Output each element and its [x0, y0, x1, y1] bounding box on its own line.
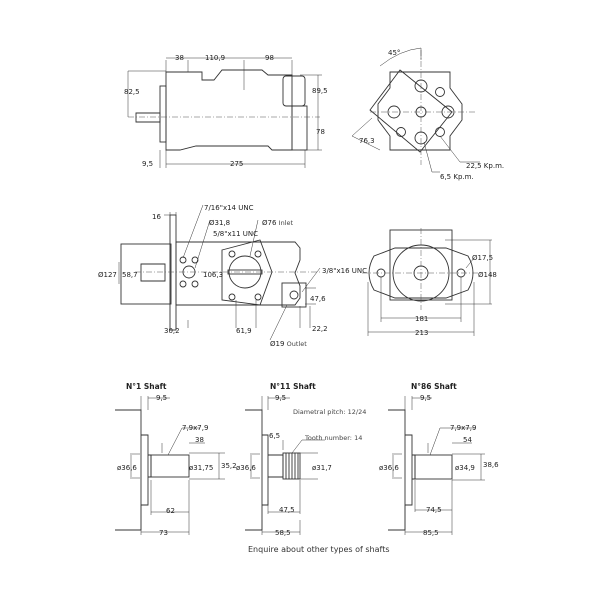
- shaft-86-dim-54: 54: [463, 436, 472, 444]
- footer-note: Enquire about other types of shafts: [248, 545, 390, 554]
- side-dim-98: 98: [265, 54, 274, 62]
- dim-181: 181: [415, 315, 428, 323]
- shaft-1-title: N°1 Shaft: [126, 382, 167, 391]
- dim-213: 213: [415, 329, 428, 337]
- inlet-label: Ø76 Inlet: [262, 219, 293, 227]
- dia-148: Ø148: [478, 271, 497, 279]
- shaft-86-dia-36-6: ø36,6: [379, 464, 399, 472]
- shaft-86-drawing: [388, 396, 485, 535]
- side-dim-89-5: 89,5: [312, 87, 328, 95]
- side-dim-78: 78: [316, 128, 325, 136]
- shaft-11-pitch: Diametral pitch: 12/24: [293, 408, 366, 416]
- dim-30-2: 30,2: [164, 327, 180, 335]
- shaft-86-dia-34-9: ø34,9: [455, 464, 475, 472]
- dim-61-9: 61,9: [236, 327, 252, 335]
- shaft-11-drawing: [245, 396, 325, 535]
- shaft-11-dia-31-7: ø31,7: [312, 464, 332, 472]
- side-dim-110-9: 110,9: [205, 54, 225, 62]
- dia-17-5: Ø17,5: [472, 254, 493, 262]
- top-dim-16: 16: [152, 213, 161, 221]
- shaft-11-dim-9-5: 9,5: [275, 394, 286, 402]
- shaft-1-dim-38: 38: [195, 436, 204, 444]
- shaft-11-title: N°11 Shaft: [270, 382, 316, 391]
- side-dim-82-5: 82,5: [124, 88, 140, 96]
- shaft-1-dim-9-5: 9,5: [156, 394, 167, 402]
- front-view: [362, 228, 492, 336]
- shaft-1-dim-35-2: 35,2: [221, 462, 237, 470]
- shaft-11-teeth: Tooth number: 14: [304, 434, 362, 442]
- shaft-11-dim-58-5: 58,5: [275, 529, 291, 537]
- shaft-1-dim-73: 73: [159, 529, 168, 537]
- shaft-86-dim-74-5: 74,5: [426, 506, 442, 514]
- dim-58-7: 58,7: [122, 271, 138, 279]
- rear-view: [351, 47, 480, 173]
- side-dim-38: 38: [175, 54, 184, 62]
- thread-7-16-unc: 7/16"x14 UNC: [204, 204, 254, 212]
- dia-31-8: Ø31,8: [209, 219, 230, 227]
- rear-dim-76-3: 76,3: [359, 137, 375, 145]
- side-dim-9-5: 9,5: [142, 160, 153, 168]
- dim-47-6: 47,6: [310, 295, 326, 303]
- shaft-1-drawing: [115, 396, 225, 535]
- shaft-86-key: 7,9x7,9: [450, 424, 476, 432]
- shaft-86-title: N°86 Shaft: [411, 382, 457, 391]
- rear-angle-45: 45°: [388, 49, 400, 57]
- shaft-11-dia-36-6: ø36,6: [236, 464, 256, 472]
- shaft-1-key: 7,9x7,9: [182, 424, 208, 432]
- side-view: [127, 57, 322, 168]
- shaft-86-dim-9-5: 9,5: [420, 394, 431, 402]
- thread-3-8-unc: 3/8"x16 UNC: [322, 267, 367, 275]
- shaft-1-dia-36-6: ø36,6: [117, 464, 137, 472]
- torque-22-5: 22,5 Kp.m.: [466, 162, 504, 170]
- outlet-label: Ø19 Outlet: [270, 340, 307, 348]
- shaft-1-dia-31-75: ø31,75: [189, 464, 213, 472]
- shaft-1-dim-62: 62: [166, 507, 175, 515]
- dia-127: Ø127: [98, 271, 117, 279]
- shaft-11-dim-6-5: 6,5: [269, 432, 280, 440]
- shaft-86-dim-85-5: 85,5: [423, 529, 439, 537]
- side-dim-275: 275: [230, 160, 243, 168]
- shaft-11-dim-47-5: 47,5: [279, 506, 295, 514]
- thread-5-8-unc: 5/8"x11 UNC: [213, 230, 258, 238]
- dim-106-3: 106,3: [203, 271, 223, 279]
- dim-22-2: 22,2: [312, 325, 328, 333]
- shaft-86-dim-38-6: 38,6: [483, 461, 499, 469]
- torque-6-5: 6,5 Kp.m.: [440, 173, 474, 181]
- top-view: [118, 204, 321, 341]
